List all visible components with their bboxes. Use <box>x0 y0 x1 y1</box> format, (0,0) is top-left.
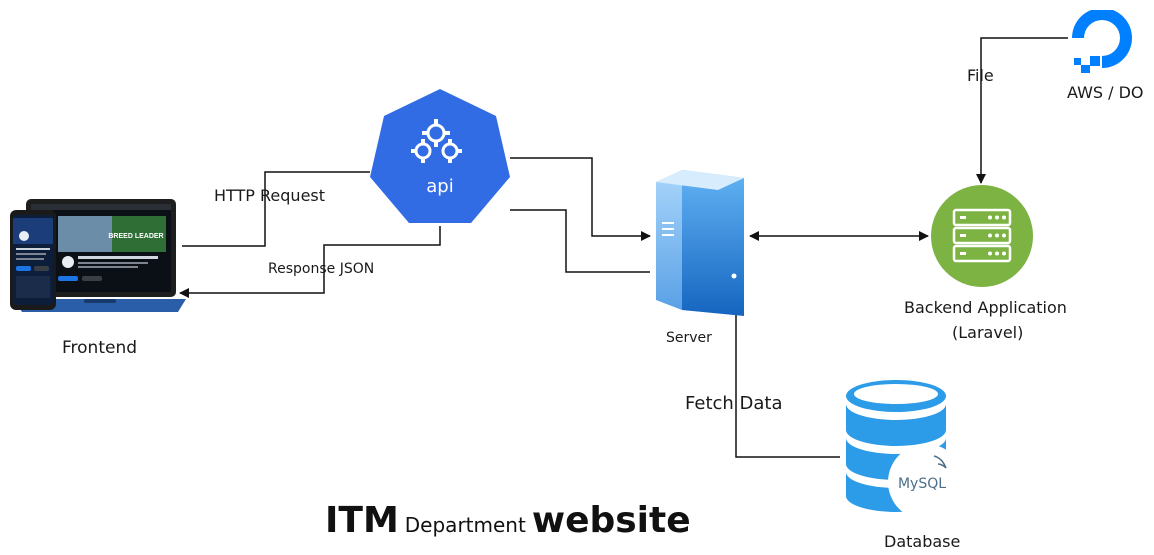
backend-label-line1: Backend Application <box>904 298 1067 317</box>
title-part2: Department <box>404 513 526 537</box>
api-icon-text: api <box>426 176 453 197</box>
http-request-line <box>182 171 370 247</box>
http-request-label: HTTP Request <box>214 186 326 205</box>
frontend-node: BREED LEADER <box>8 196 188 326</box>
api-icon: api <box>370 89 510 223</box>
frontend-label: Frontend <box>62 338 138 358</box>
server-node <box>652 160 752 320</box>
database-icon: MySQL <box>846 380 964 520</box>
storage-node <box>1068 8 1132 74</box>
api-node: api <box>368 85 512 225</box>
title-part1: ITM <box>325 500 399 541</box>
laptop-phone-icon: BREED LEADER <box>10 199 186 312</box>
backend-server-icon <box>931 185 1033 287</box>
server-icon <box>656 170 744 316</box>
digitalocean-icon <box>1072 8 1132 73</box>
response-json-line <box>179 226 441 298</box>
title-part3: website <box>531 500 691 541</box>
storage-label: AWS / DO <box>1067 83 1144 102</box>
api-to-server-line-2 <box>510 209 650 273</box>
file-line <box>976 37 1068 184</box>
file-label: File <box>967 66 994 85</box>
mysql-logo-text: MySQL <box>898 476 946 492</box>
api-to-server-line <box>510 157 651 241</box>
backend-node <box>930 184 1034 288</box>
database-label: Database <box>884 532 961 551</box>
backend-label-line2: (Laravel) <box>952 323 1024 342</box>
server-label: Server <box>666 330 712 346</box>
fetch-data-line <box>731 301 840 458</box>
fetch-data-label: Fetch Data <box>685 393 783 414</box>
database-node: MySQL <box>842 378 966 520</box>
response-json-label: Response JSON <box>268 261 375 277</box>
banner-text: BREED LEADER <box>108 233 163 240</box>
